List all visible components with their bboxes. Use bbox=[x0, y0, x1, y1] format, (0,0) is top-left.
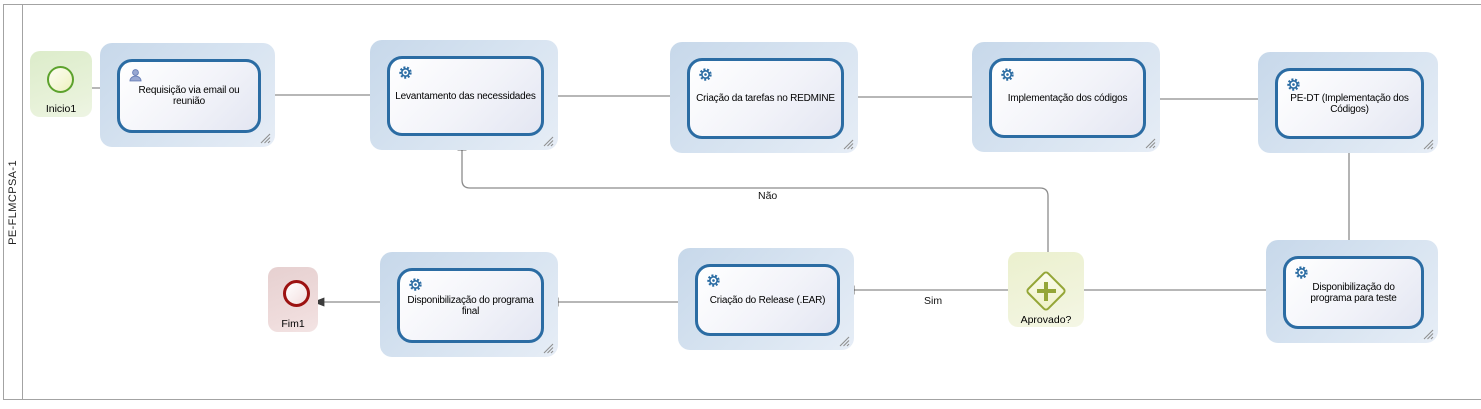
resize-handle-icon[interactable] bbox=[1421, 327, 1434, 340]
process-pool: PE-FLMCPSA-1 bbox=[3, 4, 1481, 400]
task-criacao-release-ear[interactable]: Criação do Release (.EAR) bbox=[678, 248, 854, 350]
gear-icon bbox=[1000, 67, 1015, 82]
resize-handle-icon[interactable] bbox=[841, 137, 854, 150]
gateway-aprovado[interactable]: Aprovado? bbox=[1008, 252, 1084, 327]
task-shape[interactable]: PE-DT (Implementação dos Códigos) bbox=[1275, 68, 1424, 139]
flow-label-nao: Não bbox=[758, 190, 778, 202]
gear-icon bbox=[408, 277, 423, 292]
task-label: Levantamento das necessidades bbox=[395, 90, 536, 102]
gear-icon bbox=[1286, 77, 1301, 92]
resize-handle-icon[interactable] bbox=[541, 341, 554, 354]
gear-icon bbox=[1294, 265, 1309, 280]
task-shape[interactable]: Implementação dos códigos bbox=[989, 58, 1146, 138]
task-shape[interactable]: Levantamento das necessidades bbox=[387, 56, 544, 136]
resize-handle-icon[interactable] bbox=[837, 334, 850, 347]
gear-icon bbox=[706, 273, 721, 288]
task-disponibilizacao-final[interactable]: Disponibilização do programa final bbox=[380, 252, 558, 357]
resize-handle-icon[interactable] bbox=[258, 131, 271, 144]
resize-handle-icon[interactable] bbox=[1421, 137, 1434, 150]
task-levantamento-necessidades[interactable]: Levantamento das necessidades bbox=[370, 40, 558, 150]
task-shape[interactable]: Criação do Release (.EAR) bbox=[695, 264, 840, 336]
gateway-label: Aprovado? bbox=[1020, 314, 1072, 326]
pool-label-strip[interactable]: PE-FLMCPSA-1 bbox=[4, 5, 23, 399]
task-label: Disponibilização do programa final bbox=[407, 294, 534, 317]
resize-handle-icon[interactable] bbox=[1143, 136, 1156, 149]
task-label: Criação do Release (.EAR) bbox=[709, 294, 826, 306]
end-event-fim1[interactable]: Fim1 bbox=[268, 267, 318, 332]
task-shape[interactable]: Disponibilização do programa final bbox=[397, 268, 544, 343]
task-label: Disponibilização do programa para teste bbox=[1310, 281, 1397, 304]
flow-label-sim: Sim bbox=[924, 295, 943, 307]
start-event-icon[interactable] bbox=[47, 66, 74, 93]
task-shape[interactable]: Criação da tarefas no REDMINE bbox=[687, 58, 844, 139]
task-shape[interactable]: Disponibilização do programa para teste bbox=[1283, 256, 1424, 329]
start-event-label: Inicio1 bbox=[45, 103, 77, 115]
task-requisicao-via-email[interactable]: Requisição via email ou reunião bbox=[100, 43, 275, 147]
task-pedt-implementacao[interactable]: PE-DT (Implementação dos Códigos) bbox=[1258, 52, 1438, 153]
task-disponibilizacao-teste[interactable]: Disponibilização do programa para teste bbox=[1266, 240, 1438, 343]
gear-icon bbox=[398, 65, 413, 80]
task-label: PE-DT (Implementação dos Códigos) bbox=[1290, 92, 1409, 115]
task-criacao-tarefas-redmine[interactable]: Criação da tarefas no REDMINE bbox=[670, 42, 858, 153]
task-label: Criação da tarefas no REDMINE bbox=[696, 93, 835, 104]
user-icon bbox=[128, 68, 143, 83]
task-shape[interactable]: Requisição via email ou reunião bbox=[117, 59, 261, 133]
pool-label: PE-FLMCPSA-1 bbox=[7, 159, 19, 245]
task-implementacao-codigos[interactable]: Implementação dos códigos bbox=[972, 42, 1160, 152]
task-label: Requisição via email ou reunião bbox=[138, 85, 240, 107]
end-event-icon[interactable] bbox=[283, 280, 310, 307]
resize-handle-icon[interactable] bbox=[541, 134, 554, 147]
start-event-inicio1[interactable]: Inicio1 bbox=[30, 51, 92, 117]
gear-icon bbox=[698, 67, 713, 82]
task-label: Implementação dos códigos bbox=[1007, 92, 1128, 104]
end-event-label: Fim1 bbox=[281, 318, 305, 330]
